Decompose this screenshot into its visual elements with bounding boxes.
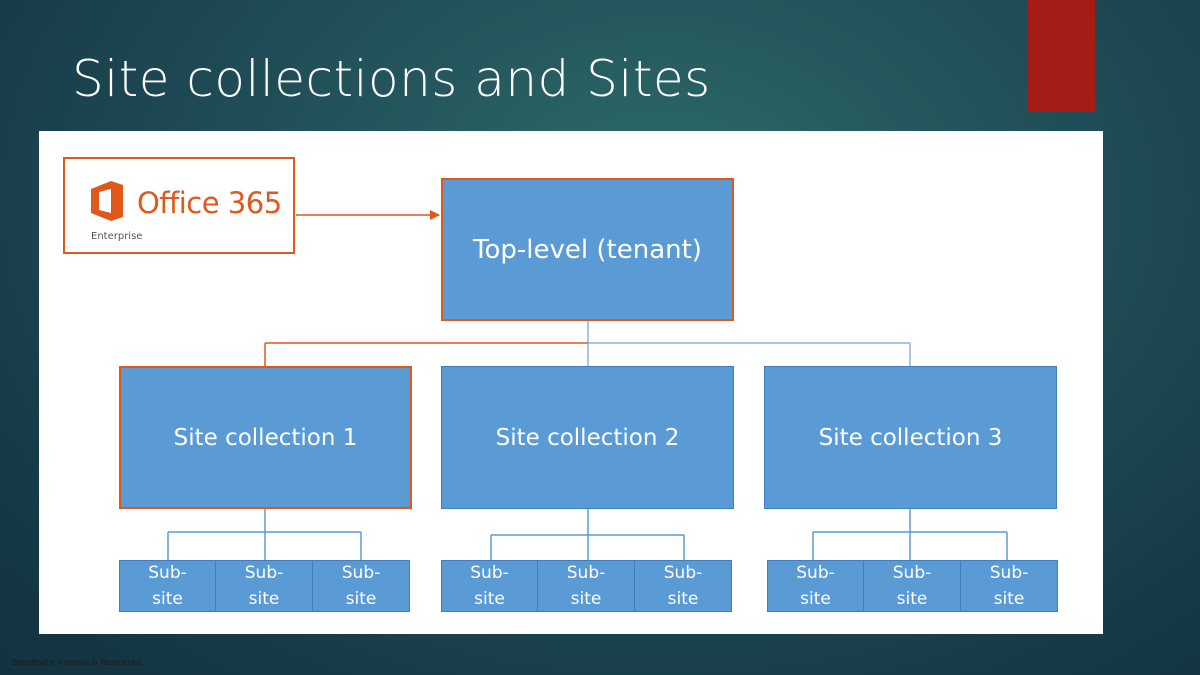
- subsite-node: Sub- site: [313, 560, 410, 612]
- top-level-tenant-node: Top-level (tenant): [441, 178, 734, 321]
- subsite-group-2: Sub- site Sub- site Sub- site: [441, 560, 732, 612]
- subsite-node: Sub- site: [441, 560, 538, 612]
- site-collection-2-node: Site collection 2: [441, 366, 734, 509]
- accent-rectangle: [1028, 0, 1095, 112]
- subsite-node: Sub- site: [119, 560, 216, 612]
- subsite-node: Sub- site: [961, 560, 1058, 612]
- subsite-node: Sub- site: [864, 560, 961, 612]
- site-collection-1-node: Site collection 1: [119, 366, 412, 509]
- logo-edition: Enterprise: [91, 231, 143, 242]
- subsite-group-3: Sub- site Sub- site Sub- site: [767, 560, 1058, 612]
- site-collection-3-node: Site collection 3: [764, 366, 1057, 509]
- subsite-group-1: Sub- site Sub- site Sub- site: [119, 560, 410, 612]
- subsite-node: Sub- site: [216, 560, 313, 612]
- subsite-node: Sub- site: [635, 560, 732, 612]
- office-logo-icon: [91, 181, 123, 221]
- diagram-panel: Office 365 Enterprise Top-level (tenant)…: [39, 131, 1103, 634]
- slide-title: Site collections and Sites: [72, 50, 711, 108]
- subsite-node: Sub- site: [767, 560, 864, 612]
- logo-product-name: Office 365: [137, 186, 282, 220]
- sensitivity-label: Sensitivity: Internal & Restricted: [12, 658, 141, 667]
- subsite-node: Sub- site: [538, 560, 635, 612]
- connector-lines: [167, 210, 1008, 560]
- office365-logo: Office 365 Enterprise: [63, 157, 295, 254]
